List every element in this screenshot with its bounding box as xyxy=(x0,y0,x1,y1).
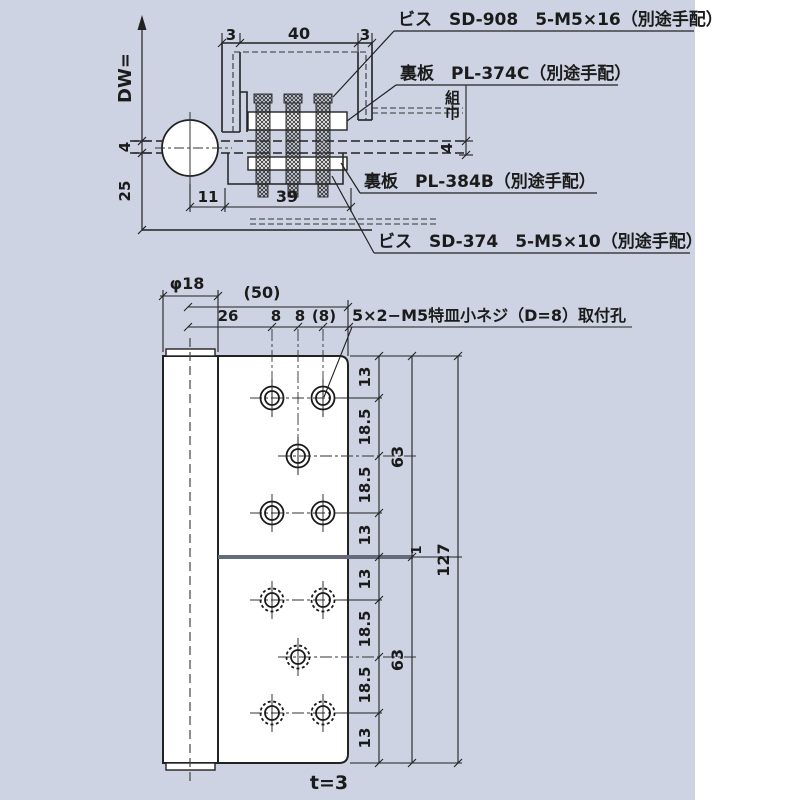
section-view: DW= 4 25 3 40 3 11 39 xyxy=(115,9,723,254)
dim-127: 127 xyxy=(434,543,453,576)
seg-13-3: 13 xyxy=(356,569,374,590)
seg-185-4: 18.5 xyxy=(356,666,374,703)
dim-diameter: φ18 xyxy=(170,274,205,293)
knuckle-centerlines xyxy=(155,112,232,184)
screw-stud xyxy=(283,93,303,198)
screw-hole xyxy=(259,494,285,532)
up-arrowhead xyxy=(137,15,147,30)
dim-63-lower: 63 xyxy=(388,649,407,671)
dim-8c: (8) xyxy=(312,307,336,325)
seg-13-4: 13 xyxy=(356,728,374,749)
screw-hole xyxy=(285,437,311,475)
callout-screw-bottom: ビス SD-374 5-M5×10（別途手配） xyxy=(378,231,703,252)
callout-backplate-bottom: 裏板 PL-384B（別途手配） xyxy=(363,171,596,192)
screw-stud xyxy=(313,93,333,198)
hinge-leaf-plate xyxy=(217,355,349,764)
screw-holes-lower xyxy=(259,581,336,732)
screw-stud xyxy=(253,93,273,198)
screw-hole-hidden xyxy=(310,581,336,619)
kumihaba-label: 組巾 xyxy=(443,89,461,121)
callout-backplate-top: 裏板 PL-374C（別途手配） xyxy=(399,63,631,84)
dim-3-left: 3 xyxy=(226,26,236,44)
dim-39: 39 xyxy=(276,187,298,206)
dw-label: DW= xyxy=(115,53,136,103)
seg-13-1: 13 xyxy=(356,367,374,388)
screw-studs xyxy=(253,93,333,198)
screw-hole-hidden xyxy=(259,694,285,732)
seg-185-1: 18.5 xyxy=(356,408,374,445)
screw-hole-hidden xyxy=(285,638,311,676)
dim-4-left: 4 xyxy=(116,142,134,152)
top-dimensions xyxy=(158,290,632,398)
mortise-pocket-outline xyxy=(227,153,344,185)
kumihaba-dimension xyxy=(459,85,473,160)
front-view: φ18 (50) 26 8 8 (8) 5×2−M5特皿小ネジ（D=8）取付孔 xyxy=(158,274,632,794)
screw-hole xyxy=(310,379,336,417)
top-width-dimension xyxy=(217,33,377,52)
seg-185-3: 18.5 xyxy=(356,610,374,647)
dim-8b: 8 xyxy=(295,307,305,325)
hole-note: 5×2−M5特皿小ネジ（D=8）取付孔 xyxy=(352,306,626,325)
dim-center-gap: 1 xyxy=(410,545,425,554)
dim-25: 25 xyxy=(116,181,134,202)
thickness-note: t=3 xyxy=(310,772,348,794)
dim-8a: 8 xyxy=(271,307,281,325)
lower-width-dimension xyxy=(185,184,356,212)
hinge-barrel xyxy=(162,355,219,764)
dim-40: 40 xyxy=(288,24,310,43)
screw-holes-upper xyxy=(259,379,336,532)
seg-13-2: 13 xyxy=(356,525,374,546)
frame-channel-outline xyxy=(221,42,373,133)
dim-26: 26 xyxy=(218,307,239,325)
seg-185-2: 18.5 xyxy=(356,466,374,503)
dim-4-right: 4 xyxy=(438,143,456,153)
dim-50: (50) xyxy=(244,283,281,302)
callout-leaders xyxy=(331,30,694,254)
dim-63-upper: 63 xyxy=(388,446,407,468)
screw-hole xyxy=(310,494,336,532)
dim-11: 11 xyxy=(198,188,219,206)
screw-hole-hidden xyxy=(259,581,285,619)
right-dimensions xyxy=(341,351,463,768)
frame-channel-hidden-lines xyxy=(232,51,463,225)
screw-hole-hidden xyxy=(310,694,336,732)
dim-3-right: 3 xyxy=(360,26,370,44)
left-dimension-chain xyxy=(133,15,151,235)
callout-screw-top: ビス SD-908 5-M5×16（別途手配） xyxy=(398,9,723,30)
screw-hole xyxy=(259,379,285,417)
